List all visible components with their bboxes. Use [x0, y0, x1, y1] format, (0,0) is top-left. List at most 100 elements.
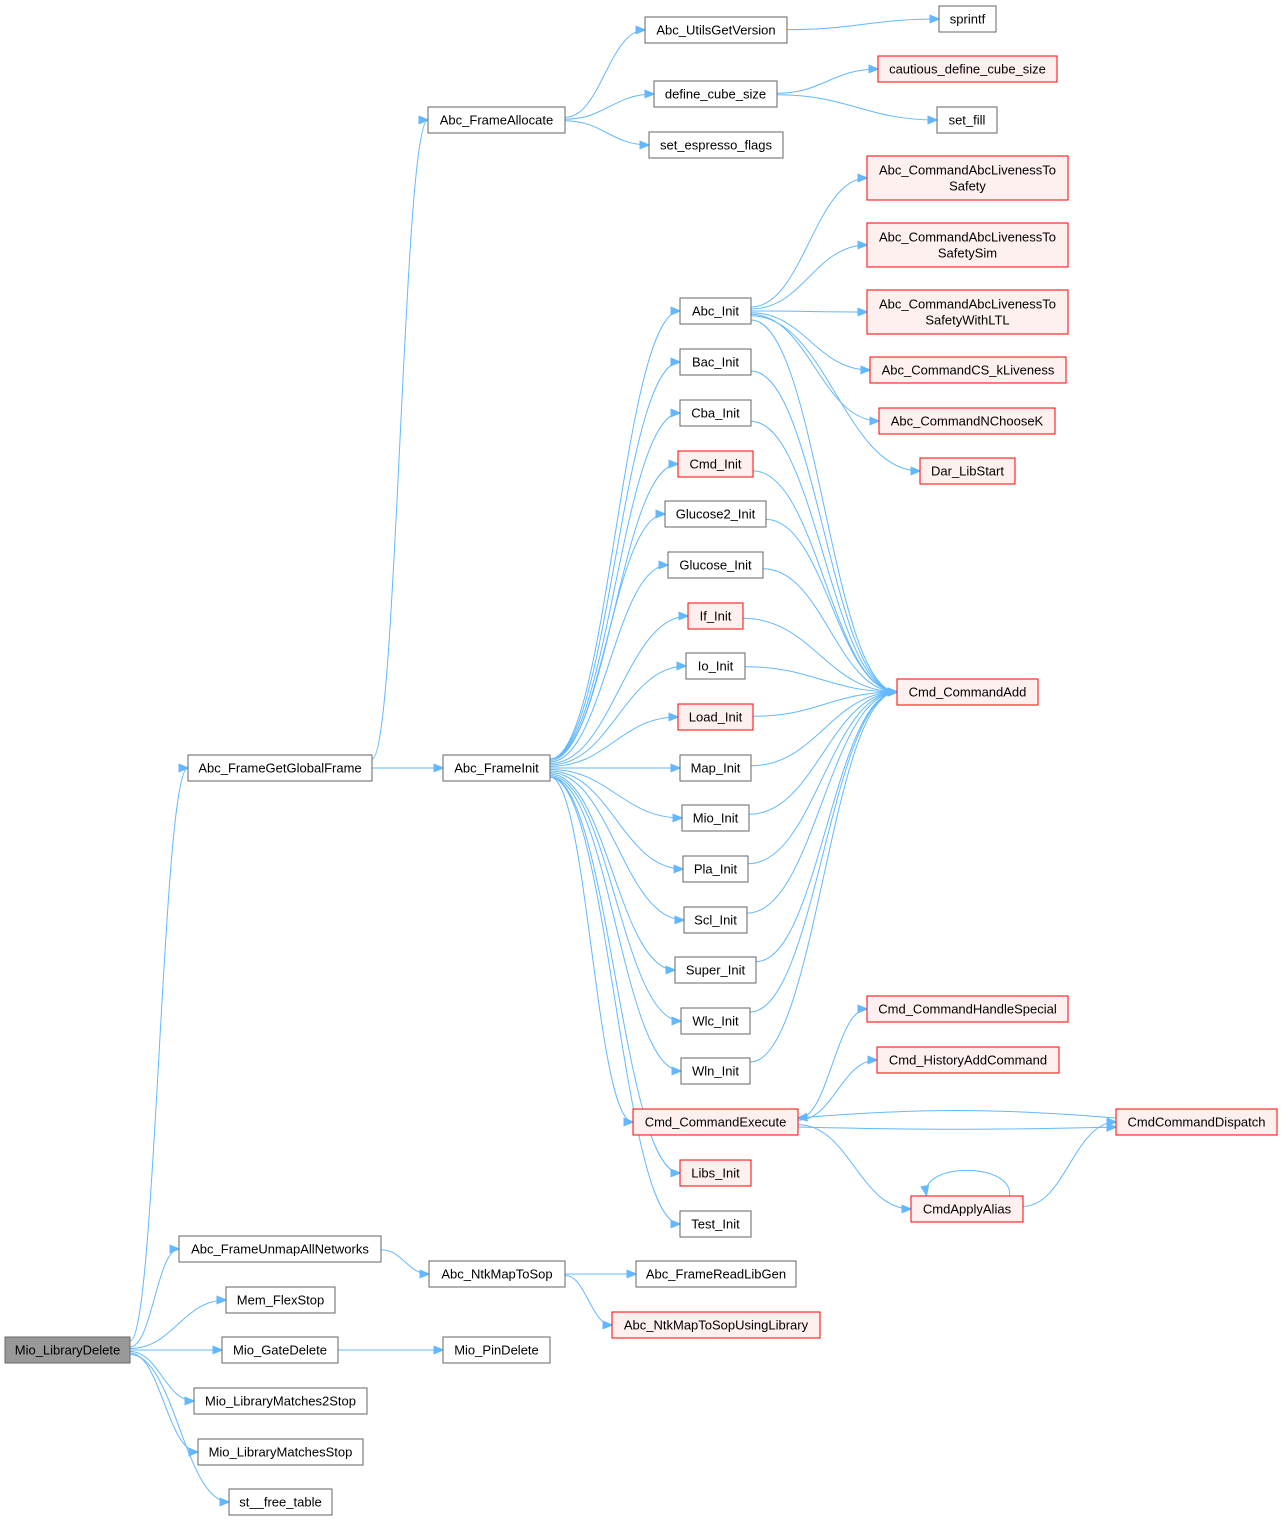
- node-dar-libstart[interactable]: Dar_LibStart: [919, 457, 1016, 485]
- node-label: Glucose_Init: [679, 558, 752, 573]
- edge-wlc_init-to-cmd_commandadd: [749, 692, 897, 1013]
- edge-abc_init-to-abc_cmd_safetysim: [750, 245, 867, 310]
- node-box: [677, 450, 754, 478]
- node-box: [4, 1336, 131, 1364]
- node-box: [878, 407, 1056, 435]
- node-box: [866, 155, 1069, 201]
- node-label: CmdApplyAlias: [923, 1202, 1012, 1217]
- node-mio-librarydelete[interactable]: Mio_LibraryDelete: [4, 1336, 131, 1364]
- edge-cba_init-to-cmd_commandadd: [750, 420, 897, 692]
- node-mem-flexstop[interactable]: Mem_FlexStop: [225, 1286, 336, 1314]
- edge-bac_init-to-cmd_commandadd: [750, 370, 897, 692]
- node-if-init[interactable]: If_Init: [687, 602, 744, 630]
- node-box: [679, 348, 752, 376]
- node-scl-init[interactable]: Scl_Init: [683, 906, 748, 934]
- node-box: [866, 995, 1069, 1023]
- node-bac-init[interactable]: Bac_Init: [679, 348, 752, 376]
- edge-mio_librarydelete-to-mio_librarymatchesstop: [129, 1352, 198, 1452]
- edge-abc_init-to-abc_commandnchoosek: [750, 313, 879, 421]
- node-abc-framegetglobalframe[interactable]: Abc_FrameGetGlobalFrame: [187, 754, 373, 782]
- edge-glucose2_init-to-cmd_commandadd: [765, 518, 897, 692]
- edge-mio_librarydelete-to-mem_flexstop: [129, 1300, 226, 1349]
- node-abc-framereadlibgen[interactable]: Abc_FrameReadLibGen: [635, 1260, 797, 1288]
- node-box: [682, 855, 749, 883]
- node-abc-ntkmaptosopusinglibrary[interactable]: Abc_NtkMapToSopUsingLibrary: [611, 1311, 821, 1339]
- edge-abc_frameallocate-to-abc_utilsgetversion: [564, 30, 645, 118]
- node-abc-frameallocate[interactable]: Abc_FrameAllocate: [427, 106, 566, 134]
- node-glucose-init[interactable]: Glucose_Init: [667, 551, 764, 579]
- node-glucose2-init[interactable]: Glucose2_Init: [664, 500, 767, 528]
- node-io-init[interactable]: Io_Init: [685, 652, 746, 680]
- node-box: [225, 1286, 336, 1314]
- edge-mio_librarydelete-to-abc_framegetglobalframe: [129, 768, 188, 1342]
- node-cmdcommanddispatch[interactable]: CmdCommandDispatch: [1115, 1108, 1278, 1136]
- node-cmdapplyalias[interactable]: CmdApplyAlias: [910, 1195, 1024, 1223]
- node-box: [667, 551, 764, 579]
- node-box: [644, 16, 788, 44]
- node-label: Mio_Init: [693, 811, 739, 826]
- node-box: [680, 1007, 751, 1035]
- node-abc-utilsgetversion[interactable]: Abc_UtilsGetVersion: [644, 16, 788, 44]
- node-cmd-commandadd[interactable]: Cmd_CommandAdd: [896, 678, 1039, 706]
- edge-abc_frameinit-to-libs_init: [549, 776, 680, 1173]
- node-label: Safety: [949, 179, 986, 194]
- edge-define_cube_size-to-cautious_define_cube_size: [776, 69, 878, 94]
- node-abc-frameunmapallnetworks[interactable]: Abc_FrameUnmapAllNetworks: [178, 1235, 382, 1263]
- node-cmd-commandhandlespecial[interactable]: Cmd_CommandHandleSpecial: [866, 995, 1069, 1023]
- node-label: set_fill: [949, 113, 986, 128]
- node-mio-librarymatches2stop[interactable]: Mio_LibraryMatches2Stop: [193, 1387, 368, 1415]
- edge-abc_framegetglobalframe-to-abc_frameallocate: [371, 120, 428, 760]
- node-box: [680, 1057, 751, 1085]
- edge-abc_frameinit-to-load_init: [549, 717, 678, 767]
- node-box: [679, 754, 752, 782]
- node-label: Abc_FrameInit: [454, 761, 539, 776]
- node-label: Abc_FrameGetGlobalFrame: [198, 761, 361, 776]
- node-label: Cmd_CommandAdd: [909, 685, 1027, 700]
- node-set-espresso-flags[interactable]: set_espresso_flags: [648, 131, 784, 159]
- node-libs-init[interactable]: Libs_Init: [679, 1159, 752, 1187]
- node-map-init[interactable]: Map_Init: [679, 754, 752, 782]
- edge-abc_frameinit-to-cmd_commandexecute: [549, 776, 633, 1122]
- node-label: set_espresso_flags: [660, 138, 773, 153]
- node-cautious-define-cube-size[interactable]: cautious_define_cube_size: [877, 55, 1058, 83]
- edge-abc_frameinit-to-cba_init: [549, 413, 680, 760]
- node-st-free-table[interactable]: st__free_table: [228, 1488, 333, 1516]
- node-cmd-historyaddcommand[interactable]: Cmd_HistoryAddCommand: [876, 1046, 1060, 1074]
- node-label: Mio_LibraryDelete: [15, 1343, 121, 1358]
- node-box: [1115, 1108, 1278, 1136]
- node-box: [228, 1488, 333, 1516]
- node-super-init[interactable]: Super_Init: [674, 956, 757, 984]
- node-label: Abc_CommandAbcLivenessTo: [879, 230, 1056, 245]
- node-mio-init[interactable]: Mio_Init: [681, 804, 750, 832]
- node-pla-init[interactable]: Pla_Init: [682, 855, 749, 883]
- node-sprintf[interactable]: sprintf: [938, 5, 997, 33]
- node-cba-init[interactable]: Cba_Init: [679, 399, 752, 427]
- node-label: Io_Init: [698, 659, 734, 674]
- node-cmd-commandexecute[interactable]: Cmd_CommandExecute: [632, 1108, 799, 1136]
- node-label: Abc_FrameAllocate: [440, 113, 553, 128]
- node-mio-pindelete[interactable]: Mio_PinDelete: [442, 1336, 551, 1364]
- node-label: Wln_Init: [692, 1064, 739, 1079]
- node-label: Test_Init: [691, 1217, 740, 1232]
- node-abc-ntkmaptosop[interactable]: Abc_NtkMapToSop: [428, 1260, 566, 1288]
- node-label: Mio_LibraryMatches2Stop: [205, 1394, 356, 1409]
- node-label: Abc_NtkMapToSopUsingLibrary: [624, 1318, 809, 1333]
- node-abc-frameinit[interactable]: Abc_FrameInit: [442, 754, 551, 782]
- node-wln-init[interactable]: Wln_Init: [680, 1057, 751, 1085]
- node-load-init[interactable]: Load_Init: [677, 703, 754, 731]
- node-abc-commandnchoosek[interactable]: Abc_CommandNChooseK: [878, 407, 1056, 435]
- node-mio-gatedelete[interactable]: Mio_GateDelete: [221, 1336, 339, 1364]
- node-test-init[interactable]: Test_Init: [679, 1210, 752, 1238]
- node-wlc-init[interactable]: Wlc_Init: [680, 1007, 751, 1035]
- edge-abc_frameinit-to-mio_init: [549, 769, 682, 819]
- node-cmd-init[interactable]: Cmd_Init: [677, 450, 754, 478]
- node-set-fill[interactable]: set_fill: [936, 106, 998, 134]
- node-abc-init[interactable]: Abc_Init: [679, 297, 752, 325]
- node-define-cube-size[interactable]: define_cube_size: [653, 80, 778, 108]
- node-abc-commandcs-kliveness[interactable]: Abc_CommandCS_kLiveness: [869, 356, 1067, 384]
- node-mio-librarymatchesstop[interactable]: Mio_LibraryMatchesStop: [197, 1438, 364, 1466]
- edge-abc_frameinit-to-pla_init: [549, 770, 683, 869]
